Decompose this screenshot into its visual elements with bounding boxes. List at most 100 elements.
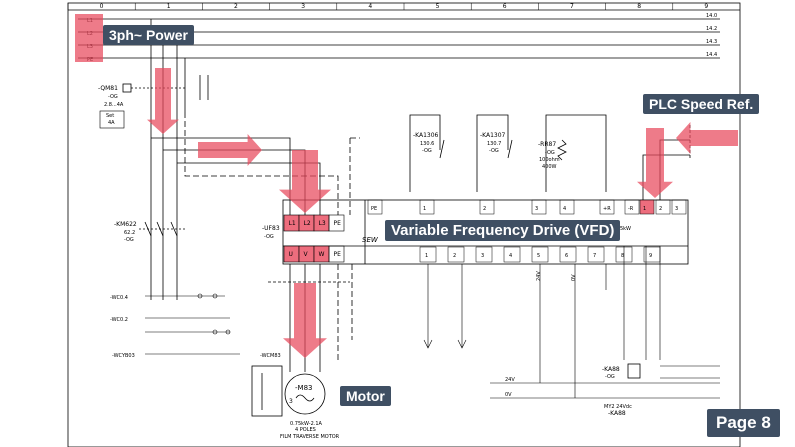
callout-power: 3ph~ Power <box>103 25 194 45</box>
circuit-breaker-qm81 <box>122 19 209 300</box>
motor-phase: 3 <box>289 398 293 405</box>
vfd-output-terminal-label: PE <box>334 251 342 258</box>
supply-0v-label: 0V <box>505 392 512 398</box>
vfd-control-terminal-label: +R <box>603 206 611 212</box>
vfd-control-terminal-label: PE <box>371 206 377 212</box>
relay1-line-2: -OG <box>422 148 432 154</box>
vfd-control-terminal-label: 3 <box>675 206 678 212</box>
ruler-col-0: 0 <box>100 3 104 10</box>
power-input-highlight <box>75 14 103 62</box>
breaker-line-3: Set <box>106 113 114 119</box>
vfd-sub: -OG <box>264 234 274 240</box>
vfd-control-terminal-label: 1 <box>643 206 646 212</box>
plc-arrow-down <box>637 128 673 198</box>
bus-ref-2: 14.2 <box>706 26 717 32</box>
callout-motor: Motor <box>340 386 391 406</box>
page-number-badge: Page 8 <box>707 409 780 437</box>
callout-plc-speed-ref: PLC Speed Ref. <box>643 94 760 114</box>
vfd-control-terminal-label: 2 <box>483 206 486 212</box>
vfd-lower-terminal-label: 9 <box>649 253 652 259</box>
power-arrow-right <box>198 134 262 166</box>
vfd-feeder-wires <box>151 112 360 215</box>
vfd-control-terminal-box <box>639 199 655 215</box>
bus-ref-4: 14.4 <box>706 52 717 58</box>
bus-ref-1: 14.0 <box>706 13 717 19</box>
relay2-line-2: -OG <box>489 148 499 154</box>
motor-arrow <box>283 283 327 358</box>
vfd-lower-terminal-box <box>503 246 521 263</box>
vfd-power: 0.75kW <box>612 226 631 232</box>
vfd-control-terminal-label: -R <box>628 206 634 212</box>
breaker-line-2: 2.8...4A <box>104 102 124 108</box>
terminal-rails <box>145 293 240 355</box>
power-arrow-down <box>147 68 179 134</box>
vfd-input-terminal-label: L2 <box>304 220 311 227</box>
relay2-line-1: 130.7 <box>487 141 501 147</box>
vfd-tag: -UF83 <box>262 225 280 232</box>
vfd-brand: SEW <box>362 236 379 244</box>
vfd-lower-terminal-box <box>419 246 437 263</box>
vfd-lower-terminal-label: 8 <box>621 253 624 259</box>
vfd-lower-terminal-box <box>531 246 549 263</box>
bus-ref-3: 14.3 <box>706 39 717 45</box>
vfd-control-terminal-box <box>531 199 547 215</box>
relay2-tag: -KA1307 <box>480 132 506 139</box>
relay-coil-box <box>627 363 641 379</box>
vfd-lower-terminal-label: 4 <box>509 253 512 259</box>
vfd-output-terminal-label: U <box>289 251 293 258</box>
coil-note: MY2 24Vdc <box>604 404 632 410</box>
motor-name: FILM TRAVERSE MOTOR <box>280 434 340 440</box>
ruler-col-5: 5 <box>436 3 440 10</box>
vfd-output-terminal-label: W <box>319 251 325 258</box>
vfd-control-terminal-label: 1 <box>423 206 426 212</box>
resistor-line-2: 100ohm <box>539 157 560 163</box>
relay1-tag: -KA1306 <box>413 132 439 139</box>
vfd-input-terminal-label: L3 <box>319 220 326 227</box>
ruler-col-3: 3 <box>301 3 305 10</box>
vfd-control-terminal-label: 3 <box>535 206 538 212</box>
vfd-lower-terminal-box <box>559 246 577 263</box>
vfd-control-terminal-box <box>671 199 687 215</box>
vfd-input-arrow <box>279 150 331 213</box>
vfd-input-terminal-box <box>328 214 345 232</box>
vfd-lower-terminal-label: 2 <box>453 253 456 259</box>
coil-tag: -KA88 <box>602 366 620 373</box>
relay1-line-1: 130.6 <box>420 141 434 147</box>
ruler-col-6: 6 <box>503 3 507 10</box>
vfd-control-terminal-label: 2 <box>659 206 662 212</box>
contactor-tag: -KM622 <box>114 221 137 228</box>
motor-tag: -M83 <box>295 384 312 392</box>
ruler-col-4: 4 <box>368 3 372 10</box>
ruler-col-7: 7 <box>570 3 574 10</box>
motor-symbol <box>251 365 326 417</box>
cable-tag-3: -WCYB03 <box>112 353 135 359</box>
cable-tag-4: -WCM83 <box>260 353 281 359</box>
breaker-line-4: 4A <box>108 120 115 126</box>
vfd-lower-terminal-label: 6 <box>565 253 568 259</box>
motor-poles: 4 POLES <box>295 427 316 433</box>
motor-rating: 0.75kW-2.1A <box>290 421 323 427</box>
breaker-line-1: -OG <box>108 94 118 100</box>
plc-arrow-left <box>676 122 738 154</box>
contactor-km622 <box>139 221 185 237</box>
breaker-tag: -QM81 <box>98 85 118 92</box>
vfd-lower-terminal-label: 7 <box>593 253 596 259</box>
highlight-overlay <box>75 14 738 358</box>
cable-tag-2: -WC0.2 <box>110 317 128 323</box>
vfd-output-terminal-label: V <box>304 251 309 258</box>
line-0v-label: 0V <box>571 274 577 281</box>
contactor-line-1: 62.2 <box>124 230 135 236</box>
vfd-control-terminal-box <box>479 199 495 215</box>
line-24v-label: 24V <box>536 271 542 281</box>
ruler-col-8: 8 <box>637 3 641 10</box>
vfd-lower-terminal-box <box>447 246 465 263</box>
vfd-control-terminal-box <box>367 199 383 215</box>
callout-vfd: Variable Frequency Drive (VFD) <box>385 220 621 241</box>
vfd-lower-terminal-label: 1 <box>425 253 428 259</box>
vfd-control-terminal-box <box>599 199 615 215</box>
vfd-control-terminal-box <box>419 199 435 215</box>
